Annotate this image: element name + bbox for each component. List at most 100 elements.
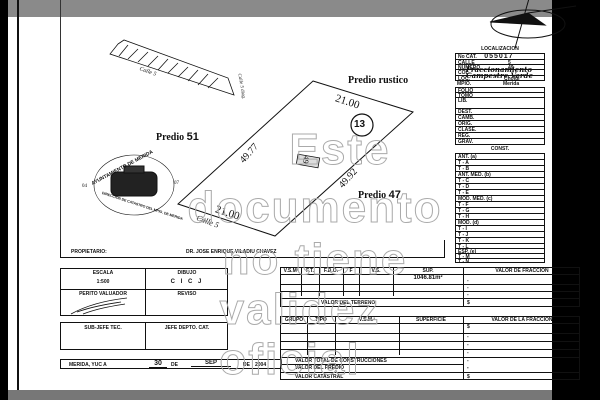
th-vs: V.S. bbox=[371, 268, 381, 274]
loc-row-tomo: TOMO bbox=[456, 93, 544, 99]
watermark-line-2: documento bbox=[187, 183, 443, 232]
row-divider bbox=[281, 298, 579, 299]
dibujo-label: DIBUJO bbox=[177, 270, 197, 276]
const-row: MOD. MED. (c) bbox=[456, 196, 544, 202]
loc-calle-value: 5 bbox=[508, 60, 511, 66]
fecha-day: 30 bbox=[149, 360, 167, 368]
loc-numero-value: 49 bbox=[508, 65, 514, 71]
escala-label: ESCALA bbox=[92, 270, 114, 276]
divider bbox=[145, 269, 146, 315]
hatched-block bbox=[109, 39, 235, 96]
col-divider bbox=[343, 268, 344, 296]
subjefe-label: SUB-JEFE TEC. bbox=[84, 325, 122, 331]
loc-row-numero: NUMERO 49 bbox=[456, 65, 544, 71]
total-construcciones-label: VALOR TOTAL DE CONSTRUCCIONES bbox=[295, 358, 387, 364]
col-divider bbox=[399, 317, 400, 355]
divider bbox=[61, 289, 227, 290]
row-divider bbox=[281, 372, 579, 373]
loc-row-clase: CLASE. bbox=[456, 127, 544, 133]
valor-row: - bbox=[467, 292, 469, 298]
valor-predio-label: VALOR DEL PREDIO bbox=[295, 365, 344, 371]
label-predio-51: Predio 51 bbox=[156, 131, 199, 143]
const-row: T - H bbox=[456, 214, 544, 220]
fecha-de2: DE bbox=[243, 362, 250, 368]
const-row: ANT. (a) bbox=[456, 154, 544, 160]
th-ft: F.T. bbox=[306, 268, 314, 274]
jefe-box: SUB-JEFE TEC. JEFE DEPTO. CAT. bbox=[60, 322, 228, 350]
seal-right-num: 07 bbox=[174, 181, 179, 186]
escala-box: ESCALA 1:500 DIBUJO C I C J PERITO VALUA… bbox=[60, 268, 228, 316]
loc-row-cat: No CAT. 055017 bbox=[456, 53, 544, 60]
th-vsm: V.S.M.² bbox=[358, 317, 376, 323]
jefe-label: JEFE DEPTO. CAT. bbox=[164, 325, 210, 331]
valor-row: - bbox=[467, 350, 469, 356]
loc-loc-value: Cholul bbox=[504, 76, 520, 82]
const-row: T - C bbox=[456, 178, 544, 184]
valor-row: - bbox=[467, 334, 469, 340]
loc-cat-value: 055017 bbox=[484, 53, 514, 60]
header-divider bbox=[281, 274, 579, 275]
const-title: CONST. bbox=[490, 146, 510, 152]
fecha-de1: DE bbox=[171, 362, 178, 368]
predio-51-prefix: Predio bbox=[156, 132, 185, 143]
loc-row-orig: ORIG. bbox=[456, 121, 544, 127]
th-f: F bbox=[349, 268, 353, 274]
loc-row-calle: CALLE 5 bbox=[456, 60, 544, 66]
loc-row-mpio: MPIO. Merida bbox=[455, 81, 545, 87]
north-arrow-icon bbox=[489, 0, 577, 49]
loc-label: CALLE bbox=[458, 60, 475, 66]
loc-row-dest: DEST. bbox=[456, 109, 544, 115]
loc-label: LOC. bbox=[458, 76, 470, 82]
const-table: ANT. (a) T - A T - B ANT. MED. (b) T - C… bbox=[455, 153, 545, 265]
col-divider bbox=[301, 268, 302, 296]
lot-outline bbox=[177, 80, 414, 237]
fecha-prefix: MERIDA, YUC A bbox=[69, 362, 107, 368]
terreno-table: V.S.M² F.T. F.D.O. F V.S. SUP. VALOR DE … bbox=[280, 267, 580, 307]
watermark-line-3: no tiene bbox=[222, 235, 408, 284]
label-predio-rustico: Predio rustico bbox=[348, 75, 409, 86]
propietario-label: PROPIETARIO: bbox=[71, 249, 107, 255]
row-divider bbox=[281, 341, 579, 342]
fecha-box: MERIDA, YUC A 30 DE SEP DE 2004 bbox=[60, 359, 282, 369]
row-divider bbox=[281, 291, 579, 292]
loc-row-lib: LIB. bbox=[456, 98, 544, 109]
col-divider bbox=[319, 268, 320, 296]
th-sup: SUP. bbox=[422, 268, 434, 274]
loc-label: No CAT. bbox=[458, 54, 477, 60]
const-row: T - G bbox=[456, 208, 544, 214]
col-divider bbox=[307, 317, 308, 355]
col-divider bbox=[463, 317, 464, 379]
th-fdo: F.D.O. bbox=[323, 268, 339, 274]
col-divider bbox=[335, 317, 336, 355]
seal-left-num: 04 bbox=[82, 184, 87, 189]
valor-terreno-value: $ bbox=[467, 300, 470, 306]
loc-row-folio: FOLIO bbox=[456, 88, 544, 94]
row-divider bbox=[281, 357, 579, 358]
const-row: T - E bbox=[456, 190, 544, 196]
valor-predio-value: - bbox=[467, 365, 469, 371]
row-divider bbox=[281, 284, 579, 285]
row-divider bbox=[281, 364, 463, 365]
lot-number-circle bbox=[350, 113, 374, 137]
const-row: T - M bbox=[456, 254, 544, 260]
fecha-year: 2004 bbox=[255, 362, 267, 368]
valor-row: $ bbox=[467, 324, 470, 330]
scan-top-bar bbox=[8, 0, 552, 17]
th-superficie: SUPERFICIE bbox=[415, 317, 446, 323]
col-divider bbox=[463, 268, 464, 306]
reviso-label: REVISO bbox=[177, 291, 197, 297]
th-valor-fraccion: VALOR DE FRACCION bbox=[495, 268, 549, 274]
valor-row: - bbox=[467, 342, 469, 348]
lot-number: 13 bbox=[354, 119, 366, 130]
inner-code-box bbox=[295, 153, 321, 169]
valor-catastral-value: $ bbox=[467, 374, 470, 380]
loc-label: NUMERO bbox=[458, 65, 481, 71]
watermark-line-4: validez bbox=[219, 285, 381, 334]
const-row: T - J bbox=[456, 232, 544, 238]
escala-value: 1:500 bbox=[96, 279, 110, 285]
const-row: T - N bbox=[458, 259, 470, 265]
loc-mpio-value: Merida bbox=[503, 81, 520, 87]
signature-icon bbox=[70, 297, 128, 315]
construccion-table: GRUPO TIPO V.S.M.² SUPERFICIE VALOR DE L… bbox=[280, 316, 580, 380]
registro-table: FOLIO TOMO LIB. DEST. CAMB. ORIG. CLASE.… bbox=[455, 87, 545, 145]
